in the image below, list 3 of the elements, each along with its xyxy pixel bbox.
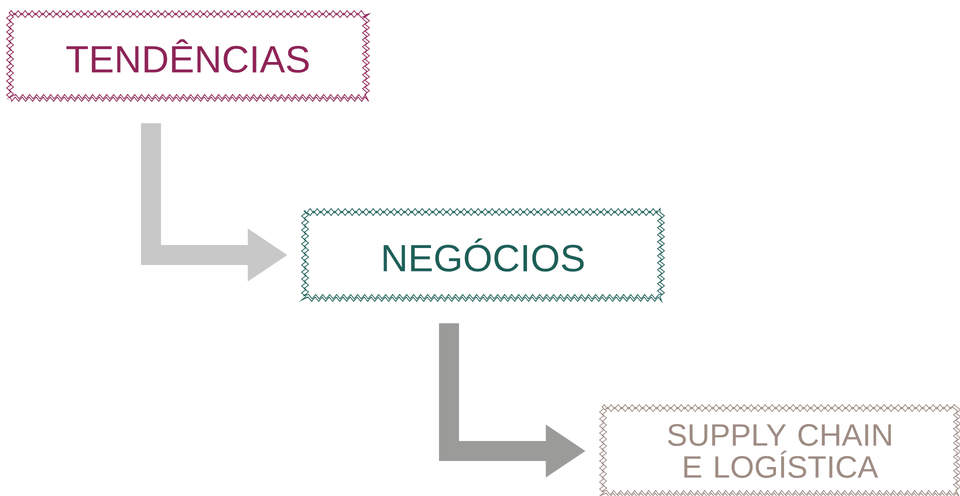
text-box: SUPPLY CHAIN E LOGÍSTICA xyxy=(596,404,960,496)
text-box: TENDÊNCIAS xyxy=(6,10,372,102)
text-box: NEGÓCIOS xyxy=(298,207,666,304)
